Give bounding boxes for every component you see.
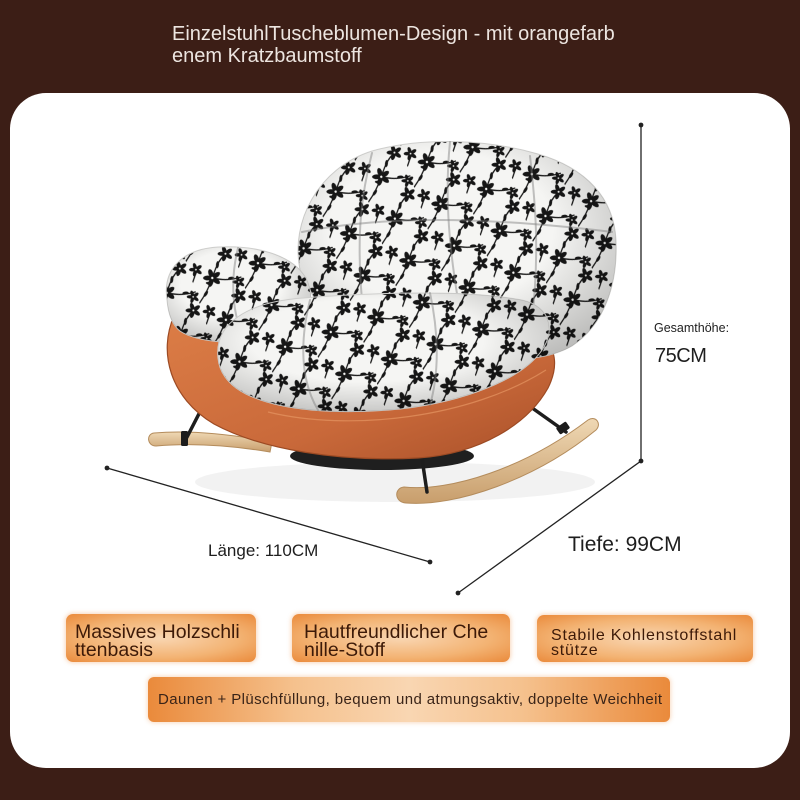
feature-badge-line: Massives Holzschli (75, 621, 240, 643)
length-label: Länge: 110CM (208, 541, 319, 560)
feature-badge-wood-base: Massives Holzschli ttenbasis (66, 614, 256, 662)
feature-badge-line: nille-Stoff (304, 639, 385, 661)
rocker-left (148, 431, 273, 453)
quilting-seam (302, 299, 319, 411)
product-title-line: enem Kratzbaumstoff (172, 45, 362, 67)
product-title: EinzelstuhlTuscheblumen-Design - mit ora… (172, 23, 615, 67)
dimension-endpoint (104, 465, 110, 471)
dimension-endpoints (104, 122, 644, 596)
shell-highlight (267, 369, 547, 422)
feature-badge-line: stütze (551, 642, 599, 659)
dimension-endpoint (638, 122, 644, 128)
feature-badge-chenille: Hautfreundlicher Che nille-Stoff (292, 614, 510, 662)
seat-cushion (217, 292, 550, 413)
quilting-seam (429, 292, 438, 406)
dimension-lines (106, 125, 642, 594)
feature-badge-steel-support: Stabile Kohlenstoffstahl stütze (537, 615, 753, 662)
quilting-seam (529, 155, 538, 321)
dimension-endpoint (638, 458, 644, 464)
back-cushion (297, 140, 617, 360)
quilting-seam (301, 219, 613, 233)
product-title-line: EinzelstuhlTuscheblumen-Design - mit ora… (172, 23, 615, 45)
back-cushion-seams (301, 141, 613, 321)
quilting-seam (446, 141, 459, 301)
height-label: Gesamthöhe: (654, 321, 730, 335)
height-value: 75CM (655, 345, 707, 367)
steel-leg (419, 450, 429, 494)
rocker-right (396, 418, 599, 504)
feature-badge-line: Stabile Kohlenstoffstahl (551, 627, 738, 644)
feature-badge-line: Hautfreundlicher Che (304, 621, 489, 643)
rocker-right-clamp (556, 421, 570, 435)
depth-label: Tiefe: 99CM (568, 533, 682, 556)
feature-badge-line: ttenbasis (75, 639, 154, 661)
length-dimension-line (106, 467, 431, 563)
filling-highlight-text: Daunen + Plüschfüllung, bequem und atmun… (158, 691, 663, 708)
depth-dimension-line (457, 460, 642, 594)
dimension-endpoint (427, 559, 433, 565)
dimension-endpoint (455, 590, 461, 596)
rocking-chair (148, 140, 617, 504)
seat-cushion-seams (302, 292, 438, 411)
quilting-seam (358, 152, 373, 301)
filling-highlight-banner: Daunen + Plüschfüllung, bequem und atmun… (148, 677, 670, 722)
